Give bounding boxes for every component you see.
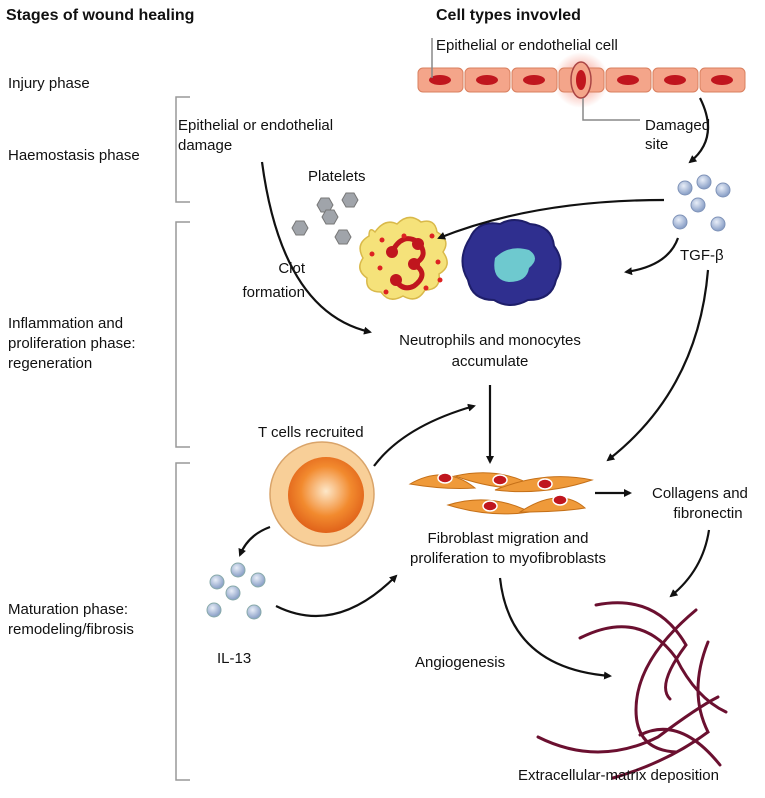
- flow-arrows: [238, 97, 711, 680]
- granule: [377, 265, 383, 271]
- stage-haemostasis: Haemostasis phase: [8, 147, 140, 164]
- nucleus: [711, 75, 733, 85]
- arrow-tcell-to-il13: [238, 525, 271, 557]
- damaged-site-label-1: Damaged: [645, 117, 710, 134]
- nucleus: [523, 75, 545, 85]
- arrow-il13-to-fibroblast: [275, 574, 398, 618]
- platelet: [321, 209, 339, 225]
- bracket-haemostasis: [175, 96, 190, 203]
- il-13-molecule: [230, 562, 246, 578]
- angiogenesis-label: Angiogenesis: [415, 654, 505, 671]
- stage-injury: Injury phase: [8, 75, 90, 92]
- fibroblast: [518, 497, 587, 513]
- tgf-beta-molecule: [672, 214, 688, 230]
- stages-header: Stages of wound healing: [6, 7, 194, 24]
- granule: [369, 251, 375, 257]
- clot-formation-label-2: formation: [242, 284, 305, 301]
- platelets-label: Platelets: [308, 168, 366, 185]
- tgf-beta-molecule: [710, 216, 726, 232]
- fibroblast-nucleus: [537, 478, 553, 490]
- epithelial-damage-label-1: Epithelial or endothelial: [178, 117, 333, 134]
- tgf-beta-label: TGF-β: [680, 247, 724, 264]
- arrow-angiogenesis: [498, 577, 612, 680]
- platelet: [341, 192, 359, 208]
- stage-inflammation-1: Inflammation and: [8, 315, 123, 332]
- tgf-beta-molecule: [696, 174, 712, 190]
- neutrophil-cell: [359, 216, 448, 300]
- tgf-beta-molecule: [690, 197, 706, 213]
- il-13-molecule: [225, 585, 241, 601]
- stage-maturation-2: remodeling/fibrosis: [8, 621, 134, 638]
- platelet: [334, 229, 352, 245]
- stage-inflammation-2: proliferation phase:: [8, 335, 136, 352]
- arrow-tgf-to-fibroblast: [606, 269, 710, 462]
- bracket-maturation: [175, 462, 190, 781]
- epithelial-cell-row: [417, 52, 746, 108]
- tgf-beta-molecule: [677, 180, 693, 196]
- il-13-molecule: [246, 604, 262, 620]
- granule: [429, 233, 435, 239]
- collagens-label-1: Collagens and: [652, 485, 748, 502]
- arrow-tgf-to-neutrophil: [437, 198, 665, 240]
- epithelial-cell-label: Epithelial or endothelial cell: [436, 37, 618, 54]
- arrow-damage-to-tgf: [688, 97, 710, 164]
- fibroblast-label-2: proliferation to myofibroblasts: [410, 550, 606, 567]
- damaged-leader-line: [582, 98, 640, 121]
- stage-inflammation-3: regeneration: [8, 355, 92, 372]
- il-13-molecule: [206, 602, 222, 618]
- epithelial-damage-label-2: damage: [178, 137, 232, 154]
- granule: [379, 237, 385, 243]
- neutrophils-label-1: Neutrophils and monocytes: [399, 332, 581, 349]
- granule: [401, 233, 407, 239]
- t-cell: [269, 441, 375, 547]
- il-13-label: IL-13: [217, 650, 251, 667]
- stage-maturation-1: Maturation phase:: [8, 601, 128, 618]
- platelet: [291, 220, 309, 236]
- arrow-tgf-to-monocyte: [624, 237, 680, 276]
- tgf-beta-molecule: [715, 182, 731, 198]
- damaged-site-label-2: site: [645, 136, 668, 153]
- granule: [383, 289, 389, 295]
- fibroblast-nucleus: [492, 474, 508, 486]
- fibroblast-nucleus: [552, 494, 568, 506]
- fibroblast-nucleus: [437, 472, 453, 484]
- granule: [435, 259, 441, 265]
- ecm-label: Extracellular-matrix deposition: [518, 767, 719, 784]
- t-cells-label: T cells recruited: [258, 424, 364, 441]
- extracellular-matrix-fibers: [536, 601, 728, 780]
- neutrophils-label-2: accumulate: [452, 353, 529, 370]
- platelets: [291, 192, 359, 245]
- il-13-molecule: [209, 574, 225, 590]
- arrow-collagen-to-ecm: [669, 529, 711, 598]
- il-13-molecule: [250, 572, 266, 588]
- monocyte-cell: [461, 219, 562, 306]
- nucleus: [617, 75, 639, 85]
- tgf-beta-molecules: [672, 174, 731, 232]
- cells-header: Cell types invovled: [436, 7, 581, 24]
- granule: [437, 277, 443, 283]
- nucleus: [429, 75, 451, 85]
- arrow-clot-formation: [260, 161, 372, 335]
- bracket-inflammation: [175, 221, 190, 448]
- collagens-label-2: fibronectin: [673, 505, 742, 522]
- platelet: [316, 197, 334, 213]
- fibroblast-nucleus: [482, 500, 498, 512]
- fibroblast-cells: [408, 472, 594, 515]
- il-13-molecules: [206, 562, 266, 620]
- granule: [423, 285, 429, 291]
- arrow-tcell-recruit: [373, 403, 476, 467]
- nucleus: [664, 75, 686, 85]
- nucleus: [576, 70, 586, 90]
- nucleus: [476, 75, 498, 85]
- fibroblast-label-1: Fibroblast migration and: [428, 530, 589, 547]
